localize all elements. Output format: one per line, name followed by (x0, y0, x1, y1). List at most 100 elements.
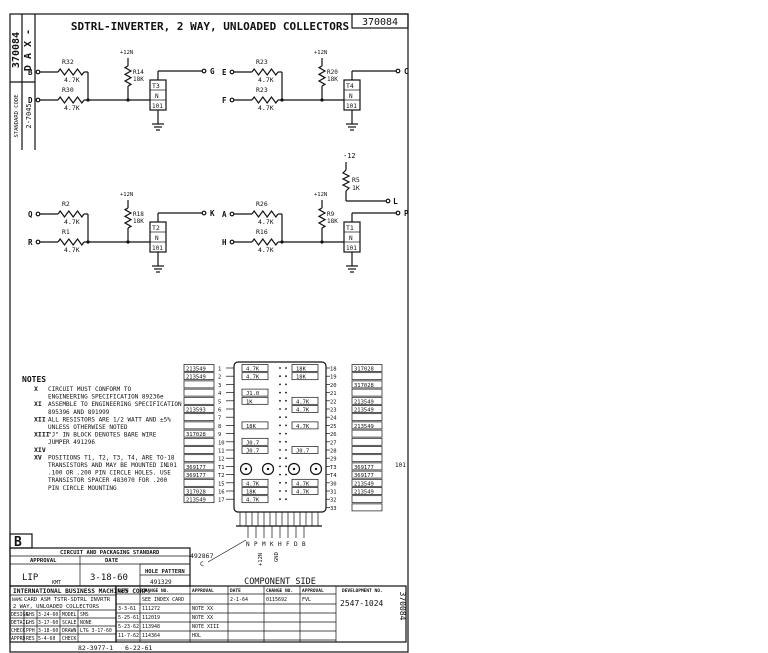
transistor-label: T4 (346, 82, 354, 90)
output-k: K (210, 209, 215, 218)
title-row-cell: 5-4-60 (38, 636, 55, 642)
right-pin: T4 (330, 473, 337, 479)
note-text: TRANSISTORS AND MAY BE MOUNTED IN (48, 462, 168, 469)
resistor-value: 4.7K (64, 104, 80, 112)
transistor-footprint (287, 462, 301, 476)
right-part-number: 213549 (354, 424, 374, 430)
drawing-border (9, 13, 409, 653)
connector-pin: P (254, 541, 258, 548)
left-part-number: 213549 (186, 498, 206, 504)
change-header: APPROVAL (302, 588, 324, 594)
revision-letter: B (14, 535, 22, 550)
left-block: J0.7 (246, 440, 259, 446)
output-p: P (404, 209, 409, 218)
connector-pin: M (262, 541, 266, 548)
title-row-cell: GHS (26, 620, 35, 626)
change-cell: FVL (302, 597, 311, 603)
connector-gnd: GND (274, 552, 280, 562)
company-name: INTERNATIONAL BUSINESS MACHINES CORP. (13, 588, 151, 595)
date-value: 3-18-60 (90, 573, 128, 583)
right-block: J0.7 (296, 449, 309, 455)
supply-label: +12N (120, 192, 133, 198)
right-part-number: 317028 (354, 367, 374, 373)
right-pin: T3 (330, 465, 337, 471)
left-pin: 7 (218, 416, 221, 422)
footer-left: 82-3977-1 (78, 644, 113, 652)
extra-supply: -12 (343, 152, 356, 160)
left-part-number: 213549 (186, 367, 206, 373)
part-492867: 492867 (190, 552, 214, 560)
note-text: CIRCUIT MUST CONFORM TO (48, 386, 131, 393)
title-row-cell: DESIGN (11, 612, 28, 618)
change-cell: NOTE XIII (192, 624, 219, 630)
title-block: B CIRCUIT AND PACKAGING STANDARD APPROVA… (9, 533, 407, 643)
left-block: J1.0 (246, 391, 259, 397)
left-part-number: 213593 (186, 408, 206, 414)
right-part-number: 369177 (354, 473, 374, 479)
right-pin: 21 (330, 391, 337, 397)
extra-out: L (393, 197, 398, 206)
right-block: 4.7K (296, 481, 310, 487)
transistor-type: N (155, 235, 159, 242)
resistor-value: 4.7K (64, 218, 80, 226)
approval-value: LIP (22, 573, 39, 583)
title-row-cell: 3-17-60 (38, 620, 58, 626)
left-pin: 1 (218, 367, 221, 373)
resistor-label: R2 (62, 200, 70, 208)
note-text: "J" IN BLOCK DENOTES BARE WIRE (48, 432, 157, 439)
std-code-label: STANDARD CODE (14, 94, 20, 137)
output-g: G (210, 67, 215, 76)
title-row-cell: DETAIL (11, 620, 28, 626)
right-block: 4.7K (296, 408, 310, 414)
note-text: ASSEMBLE TO ENGINEERING SPECIFICATION (48, 401, 182, 408)
left-part-number: 213549 (186, 375, 206, 381)
right-part-number: 213549 (354, 481, 374, 487)
note-text: PIN CIRCLE MOUNTING (48, 485, 117, 492)
extra-rv: 1K (352, 184, 360, 192)
supply-label: +12N (120, 50, 133, 56)
connector-pin: H (278, 541, 282, 548)
change-cell: SEE INDEX CARD (142, 597, 184, 603)
collector-resistor-value: 18K (327, 218, 338, 225)
left-pin: 15 (218, 481, 225, 487)
card-name-2: 2 WAY, UNLOADED COLLECTORS (13, 604, 99, 610)
left-pin: 11 (218, 449, 225, 455)
collector-resistor-value: 18K (327, 76, 338, 83)
title-row-cell: 3-18-60 (38, 628, 58, 634)
right-pin: 28 (330, 449, 337, 455)
collector-resistor-label: R14 (133, 69, 144, 76)
input-r: R (28, 238, 33, 247)
left-pin: 9 (218, 432, 221, 438)
collector-resistor-value: 18K (133, 218, 144, 225)
right-part-number: 213549 (354, 408, 374, 414)
title-row-cell: NONE (80, 620, 92, 626)
left-pin: 16 (218, 490, 225, 496)
transistor-pos: 101 (346, 103, 357, 110)
note-mark: XIII (34, 431, 50, 439)
left-pin: 17 (218, 498, 225, 504)
transistor-pos: 101 (152, 245, 163, 252)
collector-resistor-value: 18K (133, 76, 144, 83)
change-cell: 0115692 (266, 597, 287, 603)
title-row-cell: MODEL (62, 612, 77, 618)
note-mark: XI (34, 400, 42, 408)
connector-pin: N (246, 541, 250, 548)
collector-resistor-label: R18 (133, 211, 144, 218)
approval-sub: KMT (52, 580, 61, 586)
change-cell: 114364 (142, 633, 160, 639)
transistor-pos: 101 (346, 245, 357, 252)
resistor-label: R26 (256, 200, 268, 208)
left-pin: 10 (218, 440, 225, 446)
transistor-label: T1 (346, 224, 354, 232)
left-block: 4.7K (246, 367, 260, 373)
resistor-label: R32 (62, 58, 74, 66)
transistor-type: N (155, 93, 159, 100)
right-block: 4.7K (296, 490, 310, 496)
input-b: B (28, 68, 33, 77)
std-code-value: 2-7045 (25, 103, 33, 128)
